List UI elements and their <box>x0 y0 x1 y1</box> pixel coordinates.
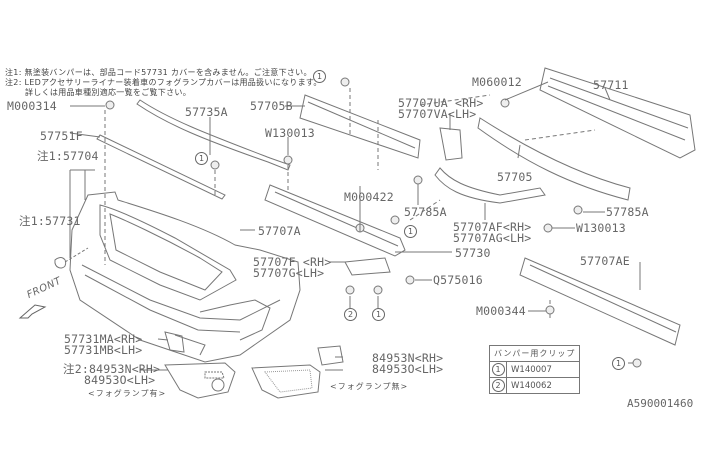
clip-callout-2: 2 <box>344 308 357 321</box>
clip-callout-1: 1 <box>372 308 385 321</box>
clip-callout-1: 1 <box>404 225 417 238</box>
undercover-57707ae <box>519 257 681 346</box>
part-label-57785a-right[interactable]: 57785A <box>606 205 649 219</box>
bracket-57707ua <box>439 127 463 161</box>
part-label-84953o-nofog[interactable]: 84953O<LH> <box>372 362 444 376</box>
beam-57705 <box>477 117 631 201</box>
part-label-57707a[interactable]: 57707A <box>258 224 301 238</box>
part-label-57730[interactable]: 57730 <box>455 246 491 260</box>
part-label-57707ua[interactable]: 57707UA <RH> <box>398 96 484 110</box>
part-label-57711[interactable]: 57711 <box>593 78 629 92</box>
part-label-57707ag[interactable]: 57707AG<LH> <box>453 231 532 245</box>
part-label-57731mb[interactable]: 57731MB<LH> <box>64 343 143 357</box>
note-3: 詳しくは用品車種別適応一覧をご覧下さい。 <box>25 88 191 97</box>
clip-part-number[interactable]: W140007 <box>505 361 581 378</box>
bumper-clip-table: バンパー用クリップ 1 W140007 2 W140062 <box>488 345 581 394</box>
part-label-q575016[interactable]: Q575016 <box>433 273 483 287</box>
part-label-84953n-nofog[interactable]: 84953N<RH> <box>372 351 444 365</box>
molding-strip-57735a <box>136 99 291 171</box>
reinforcement-57705b <box>299 94 421 159</box>
bracket-57707af <box>434 167 546 204</box>
front-arrow-icon <box>18 304 47 319</box>
clip-table-header: バンパー用クリップ <box>488 345 581 362</box>
part-label-57707ae[interactable]: 57707AE <box>580 254 630 268</box>
fog-with-caption: <フォグランプ有> <box>88 389 167 398</box>
part-label-m000314[interactable]: M000314 <box>7 99 57 113</box>
part-label-84953o-fog[interactable]: 84953O<LH> <box>84 373 156 387</box>
part-label-w130013-upper[interactable]: W130013 <box>265 126 315 140</box>
fog-without-caption: <フォグランプ無> <box>330 382 409 391</box>
part-label-57705b[interactable]: 57705B <box>250 99 293 113</box>
side-marker-57731 <box>54 257 67 269</box>
clip-number: 2 <box>491 379 505 392</box>
bracket-57707f <box>344 257 391 276</box>
part-label-57707f[interactable]: 57707F <RH> <box>253 255 332 269</box>
part-label-m000344[interactable]: M000344 <box>476 304 526 318</box>
clip-callout-1: 1 <box>612 357 625 370</box>
clip-callout-1: 1 <box>313 70 326 83</box>
part-label-57705[interactable]: 57705 <box>497 170 533 184</box>
part-label-w130013-lower[interactable]: W130013 <box>576 221 626 235</box>
part-label-57704[interactable]: 注1:57704 <box>37 149 99 163</box>
note-2: 注2: LEDアクセサリーライナー装着車のフォグランプカバーは用品扱いになります… <box>5 78 322 87</box>
part-label-84953n-fog[interactable]: 注2:84953N<RH> <box>63 362 161 376</box>
part-label-57735a[interactable]: 57735A <box>185 105 228 119</box>
clip-part-number[interactable]: W140062 <box>505 377 581 394</box>
diagram-reference-code: A590001460 <box>627 397 694 410</box>
part-label-57707va[interactable]: 57707VA<LH> <box>398 107 477 121</box>
part-label-57731ma[interactable]: 57731MA<RH> <box>64 332 143 346</box>
note-1: 注1: 無塗装バンパーは、部品コード57731 カバーを含みません。ご注意下さい… <box>5 68 312 77</box>
clip-callout-1: 1 <box>195 152 208 165</box>
lower-grille-57730 <box>264 184 406 257</box>
grille-trim-57751f <box>96 134 226 200</box>
part-label-57785a-left[interactable]: 57785A <box>404 205 447 219</box>
part-label-57707g[interactable]: 57707G<LH> <box>253 266 325 280</box>
bumper-cover-57704 <box>69 191 301 363</box>
clip-number: 1 <box>491 363 505 376</box>
part-label-m060012[interactable]: M060012 <box>472 75 522 89</box>
fog-cover-without-fog <box>251 364 321 399</box>
part-label-57707af[interactable]: 57707AF<RH> <box>453 220 532 234</box>
reinforcement-57711 <box>539 67 696 159</box>
clip-table-row: 2 W140062 <box>489 377 581 394</box>
part-label-m000422[interactable]: M000422 <box>344 190 394 204</box>
part-label-57751f[interactable]: 57751F <box>40 129 83 143</box>
part-label-57731[interactable]: 注1:57731 <box>19 214 81 228</box>
fog-cover-with-fog <box>164 362 236 399</box>
clip-table-row: 1 W140007 <box>489 361 581 378</box>
